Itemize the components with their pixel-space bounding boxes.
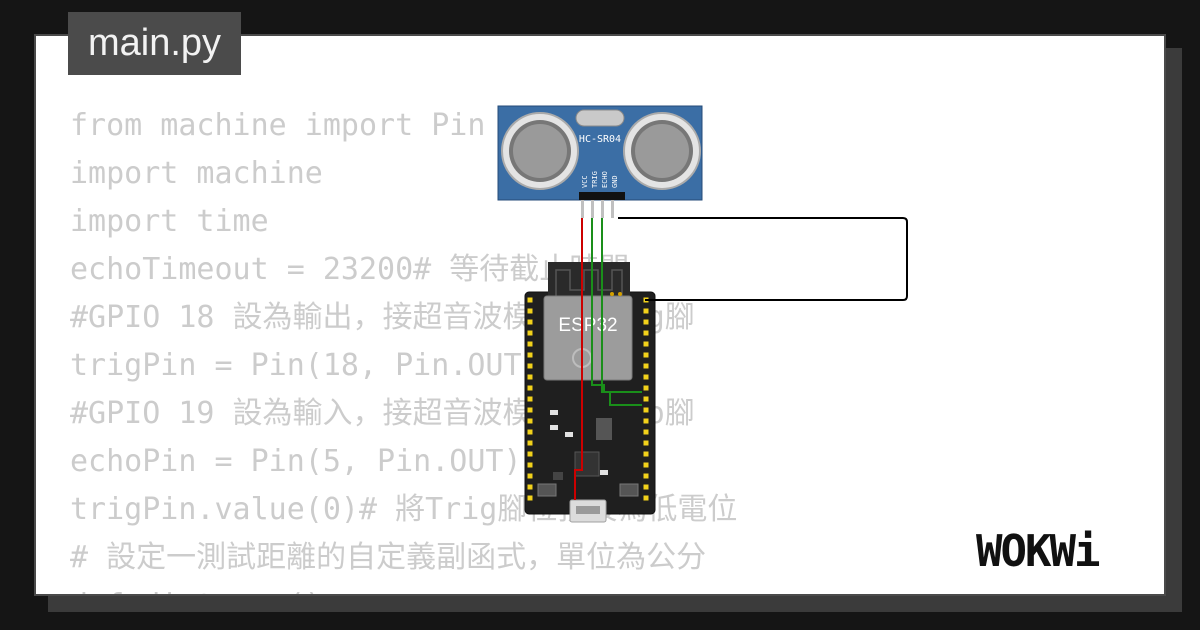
header-pin: [643, 495, 649, 501]
board-label: ESP32: [558, 315, 617, 336]
sensor-transducer-right: [623, 112, 701, 190]
header-pin: [527, 385, 533, 391]
wokwi-logo: WOKWi: [976, 528, 1102, 576]
code-line: import time: [70, 204, 269, 239]
sensor-transducer-left: [501, 112, 579, 190]
code-line: from machine import Pin: [70, 108, 486, 143]
antenna-area: [548, 262, 630, 296]
pin-row-left: [527, 297, 533, 501]
esp32-board[interactable]: ESP32: [524, 262, 656, 523]
wires: [574, 217, 908, 500]
pin-label-vcc: VCC: [581, 175, 589, 188]
header-pin: [643, 451, 649, 457]
header-pin: [643, 440, 649, 446]
ultrasonic-sensor[interactable]: HC-SR04 VCC TRIG ECHO GND: [497, 105, 703, 218]
header-pin: [643, 374, 649, 380]
header-pin: [643, 462, 649, 468]
header-pin: [643, 363, 649, 369]
sensor-label: HC-SR04: [579, 134, 621, 145]
header-pin: [527, 429, 533, 435]
pin-label-echo: ECHO: [601, 171, 609, 188]
header-pin: [527, 374, 533, 380]
header-pin: [527, 396, 533, 402]
code-line: echoPin = Pin(5, Pin.OUT): [70, 444, 522, 479]
en-button[interactable]: [537, 483, 557, 497]
wire-gnd[interactable]: [618, 217, 908, 301]
code-line: # 設定一測試距離的自定義副函式，單位為公分: [70, 540, 707, 575]
esp-module-shield: [543, 295, 633, 381]
boot-button[interactable]: [619, 483, 639, 497]
pin-label-gnd: GND: [611, 175, 619, 188]
usb-uart-chip: [574, 451, 600, 477]
wire-joint: [618, 292, 622, 296]
header-pin: [527, 484, 533, 490]
header-pin: [527, 495, 533, 501]
header-pin: [527, 363, 533, 369]
header-pin: [643, 308, 649, 314]
header-pin: [643, 418, 649, 424]
header-pin: [643, 385, 649, 391]
wokwi-logo-text: WOKWi: [976, 528, 1100, 576]
header-pin: [527, 352, 533, 358]
header-pin: [527, 451, 533, 457]
header-pin: [527, 407, 533, 413]
header-pin: [643, 319, 649, 325]
code-line: trigPin.value(0)# 將Trig腳位預設為低電位: [70, 492, 738, 527]
header-pin: [527, 308, 533, 314]
wire-trig[interactable]: [591, 218, 642, 393]
header-pin: [527, 418, 533, 424]
wire-vcc[interactable]: [574, 218, 583, 500]
header-pin: [643, 407, 649, 413]
header-pin: [527, 297, 533, 303]
code-line: trigPin = Pin(18, Pin.OUT): [70, 348, 540, 383]
header-pin: [643, 341, 649, 347]
header-pin: [527, 341, 533, 347]
header-pin: [527, 330, 533, 336]
header-pin: [527, 462, 533, 468]
header-pin: [527, 440, 533, 446]
pin-label-trig: TRIG: [591, 171, 599, 188]
header-pin: [527, 473, 533, 479]
header-pin: [643, 330, 649, 336]
wire-echo[interactable]: [601, 218, 642, 406]
header-pin: [643, 473, 649, 479]
code-line: import machine: [70, 156, 323, 191]
pin-header: [579, 192, 625, 200]
chip: [596, 418, 612, 440]
wire-joint: [610, 292, 614, 296]
header-pin: [643, 352, 649, 358]
code-line: echoTimeout = 23200# 等待截止時間: [70, 252, 630, 287]
file-tab[interactable]: main.py: [68, 12, 241, 75]
header-pin: [643, 484, 649, 490]
code-line: def distance():: [70, 582, 737, 594]
header-pin: [643, 396, 649, 402]
crystal-oscillator: [575, 109, 625, 127]
header-pin: [527, 319, 533, 325]
header-pin: [643, 429, 649, 435]
